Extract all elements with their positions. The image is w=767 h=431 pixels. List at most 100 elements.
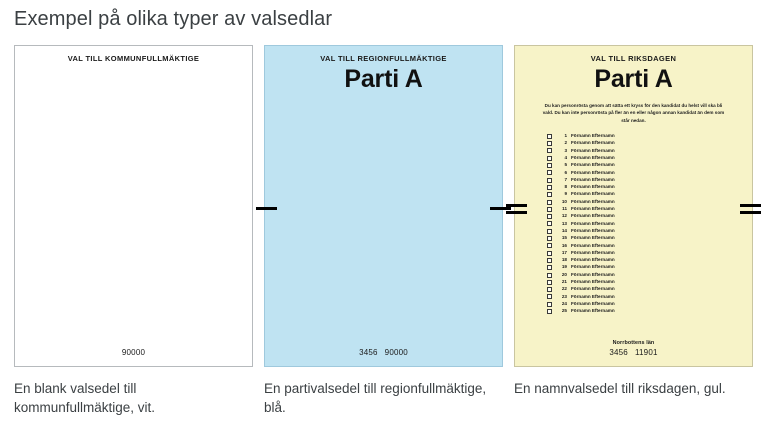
- candidate-name: Förnamn Efternamn: [571, 140, 615, 146]
- ballot-codes: 90000: [15, 348, 252, 357]
- candidate-checkbox-icon[interactable]: [547, 265, 552, 271]
- candidate-checkbox-icon[interactable]: [547, 279, 552, 285]
- candidate-row[interactable]: 11 Förnamn Efternamn: [547, 206, 742, 213]
- candidate-row[interactable]: 10 Förnamn Efternamn: [547, 198, 742, 205]
- candidate-number: 8: [564, 184, 567, 190]
- candidate-checkbox-icon[interactable]: [547, 243, 552, 249]
- ballot-code-left: 3456: [609, 348, 628, 357]
- ballot-heading: VAL TILL RIKSDAGEN: [590, 54, 677, 63]
- fold-mark-left-lower-icon: [506, 211, 527, 214]
- candidate-row[interactable]: 15 Förnamn Efternamn: [547, 235, 742, 242]
- candidate-number: 4: [564, 154, 567, 160]
- candidate-checkbox-icon[interactable]: [547, 163, 552, 169]
- candidate-name: Förnamn Efternamn: [571, 242, 615, 248]
- candidate-checkbox-icon[interactable]: [547, 133, 552, 139]
- candidate-number: 19: [561, 264, 567, 270]
- candidate-name: Förnamn Efternamn: [571, 227, 615, 233]
- ballot-riksdagen: VAL TILL RIKSDAGEN Parti A Du kan person…: [506, 45, 761, 367]
- candidate-checkbox-icon[interactable]: [547, 250, 552, 256]
- candidate-checkbox-icon[interactable]: [547, 272, 552, 278]
- candidate-checkbox-icon[interactable]: [547, 148, 552, 154]
- candidate-row[interactable]: 5 Förnamn Efternamn: [547, 162, 742, 169]
- candidate-number: 10: [561, 198, 567, 204]
- candidate-checkbox-icon[interactable]: [547, 177, 552, 183]
- candidate-checkbox-icon[interactable]: [547, 192, 552, 198]
- candidate-name: Förnamn Efternamn: [571, 271, 615, 277]
- ballot-instructions: Du kan personrösta genom att sätta ett k…: [542, 103, 725, 123]
- candidate-checkbox-icon[interactable]: [547, 228, 552, 234]
- candidate-checkbox-icon[interactable]: [547, 214, 552, 220]
- candidate-number: 7: [564, 176, 567, 182]
- candidate-row[interactable]: 19 Förnamn Efternamn: [547, 264, 742, 271]
- candidate-number: 12: [561, 213, 567, 219]
- candidate-row[interactable]: 12 Förnamn Efternamn: [547, 213, 742, 220]
- candidate-checkbox-icon[interactable]: [547, 294, 552, 300]
- candidate-number: 6: [564, 169, 567, 175]
- fold-mark-right-upper-icon: [740, 204, 761, 207]
- candidate-number: 23: [561, 293, 567, 299]
- ballot-heading: VAL TILL REGIONFULLMÄKTIGE: [320, 54, 447, 63]
- ballot-kommunfullmaktige: VAL TILL KOMMUNFULLMÄKTIGE 90000: [14, 45, 253, 367]
- candidate-row[interactable]: 4 Förnamn Efternamn: [547, 155, 742, 162]
- candidate-name: Förnamn Efternamn: [571, 264, 615, 270]
- candidate-checkbox-icon[interactable]: [547, 206, 552, 212]
- candidate-checkbox-icon[interactable]: [547, 287, 552, 293]
- candidate-name: Förnamn Efternamn: [571, 206, 615, 212]
- candidate-row[interactable]: 8 Förnamn Efternamn: [547, 184, 742, 191]
- ballot-party-name: Parti A: [344, 65, 423, 94]
- candidate-checkbox-icon[interactable]: [547, 309, 552, 315]
- candidate-name: Förnamn Efternamn: [571, 184, 615, 190]
- candidate-checkbox-icon[interactable]: [547, 170, 552, 176]
- candidate-checkbox-icon[interactable]: [547, 141, 552, 147]
- candidate-number: 21: [561, 279, 567, 285]
- ballot-heading: VAL TILL KOMMUNFULLMÄKTIGE: [67, 54, 200, 63]
- page-title: Exempel på olika typer av valsedlar: [14, 8, 333, 30]
- candidate-name: Förnamn Efternamn: [571, 249, 615, 255]
- candidate-number: 1: [564, 133, 567, 139]
- candidate-row[interactable]: 16 Förnamn Efternamn: [547, 242, 742, 249]
- ballot-caption: En partivalsedel till regionfullmäktige,…: [264, 381, 487, 416]
- candidate-number: 18: [561, 257, 567, 263]
- candidate-checkbox-icon[interactable]: [547, 221, 552, 227]
- candidate-name: Förnamn Efternamn: [571, 162, 615, 168]
- ballot-column-kommunfullmaktige: VAL TILL KOMMUNFULLMÄKTIGE 90000 En blan…: [14, 45, 253, 417]
- fold-mark-left-upper-icon: [506, 204, 527, 207]
- fold-mark-right-lower-icon: [740, 211, 761, 214]
- candidate-checkbox-icon[interactable]: [547, 301, 552, 307]
- candidate-name: Förnamn Efternamn: [571, 308, 615, 314]
- candidate-number: 5: [564, 162, 567, 168]
- candidate-number: 16: [561, 242, 567, 248]
- candidate-checkbox-icon[interactable]: [547, 257, 552, 263]
- ballot-code-right: 11901: [634, 348, 658, 357]
- candidate-checkbox-icon[interactable]: [547, 184, 552, 190]
- candidate-name: Förnamn Efternamn: [571, 213, 615, 219]
- candidate-name: Förnamn Efternamn: [571, 235, 615, 241]
- candidate-checkbox-icon[interactable]: [547, 199, 552, 205]
- candidate-name: Förnamn Efternamn: [571, 198, 615, 204]
- candidate-number: 25: [561, 308, 567, 314]
- candidate-name: Förnamn Efternamn: [571, 154, 615, 160]
- candidate-checkbox-icon[interactable]: [547, 236, 552, 242]
- candidate-number: 15: [561, 235, 567, 241]
- candidate-checkbox-icon[interactable]: [547, 155, 552, 161]
- ballot-code-right: 90000: [121, 348, 146, 357]
- candidate-row[interactable]: 25 Förnamn Efternamn: [547, 308, 742, 315]
- candidate-number: 11: [562, 206, 567, 212]
